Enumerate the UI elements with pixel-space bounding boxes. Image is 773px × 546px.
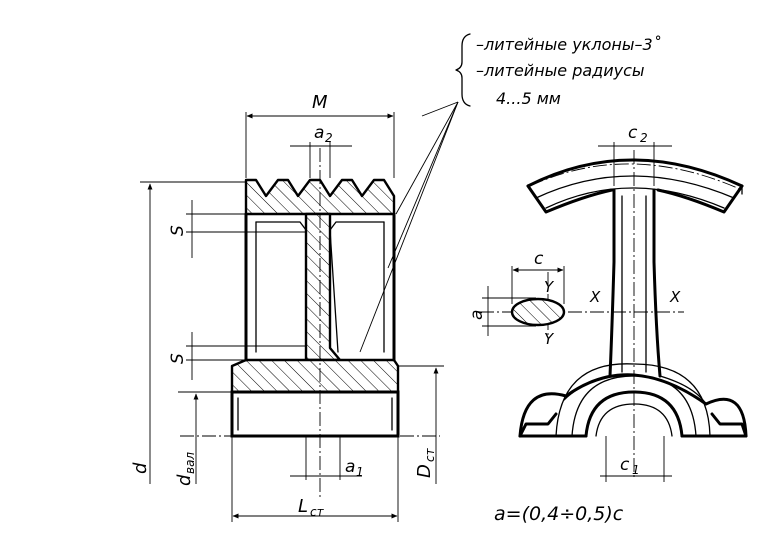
spoke-cross-section	[510, 297, 566, 327]
pulley-web	[304, 212, 342, 362]
label-Lst-sub: ст	[310, 505, 325, 519]
wheel-hub-outer	[518, 373, 748, 438]
label-a2-sub: 2	[325, 131, 333, 145]
label-Dst-sub: ст	[423, 447, 437, 462]
label-a2: a	[314, 123, 324, 143]
label-a1-sub: 1	[356, 465, 364, 479]
note-line-2: –литейные радиусы	[476, 61, 645, 80]
label-S-bottom: S	[168, 353, 188, 364]
note-brace	[455, 33, 471, 107]
wheel-rim-outer	[526, 158, 744, 188]
note-leader-3	[359, 101, 459, 353]
note-line-1: –литейные уклоны–3˚	[476, 35, 661, 54]
casting-note: –литейные уклоны–3˚ –литейные радиусы 4.…	[455, 33, 661, 108]
label-dval: d	[174, 474, 195, 486]
label-d: d	[130, 462, 151, 474]
label-Dst: D	[414, 464, 435, 478]
label-c1-sub: 1	[632, 463, 640, 477]
note-line-3: 4...5 мм	[496, 89, 561, 108]
label-M: M	[312, 92, 328, 113]
pulley-section: M a 2 S S d d вал a 1 D ст L ст	[130, 92, 459, 522]
label-Y-bottom: Y	[544, 330, 555, 348]
label-Lst: L	[298, 496, 308, 517]
label-Y-top: Y	[544, 278, 555, 296]
label-c2: c	[628, 123, 638, 143]
label-S-top: S	[168, 225, 188, 236]
formula: a=(0,4÷0,5)c	[494, 503, 624, 525]
note-leader-2	[395, 101, 459, 215]
label-c: c	[534, 249, 544, 269]
label-dval-sub: вал	[183, 452, 197, 474]
label-a: a	[467, 310, 487, 320]
wheel-spoke	[608, 188, 616, 378]
label-a1: a	[345, 457, 355, 477]
label-c2-sub: 2	[640, 131, 648, 145]
label-X-left: X	[589, 288, 601, 306]
wheel-section: c 2 c a Y Y X X c 1	[467, 123, 748, 482]
pulley-hub	[230, 358, 400, 394]
label-c1: c	[620, 455, 630, 475]
note-leader-1	[387, 101, 459, 269]
label-X-right: X	[669, 288, 681, 306]
pulley-bore	[230, 390, 400, 438]
